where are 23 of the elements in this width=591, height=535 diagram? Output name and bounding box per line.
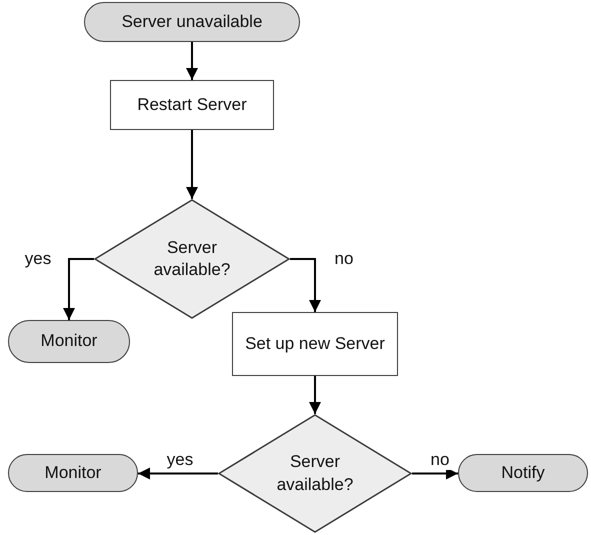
arrow (412, 468, 458, 480)
node-label: Server available? (276, 451, 354, 496)
node-label: Server unavailable (120, 10, 264, 33)
start-terminal (84, 2, 300, 42)
arrow (290, 258, 321, 312)
arrow (186, 42, 198, 80)
node-label: Monitor (44, 462, 102, 484)
decision-diamond (218, 414, 412, 533)
node-label: Set up new Server (244, 332, 386, 355)
process-box (232, 312, 398, 376)
node-label: Notify (500, 462, 546, 484)
end-terminal (8, 320, 130, 363)
node-label: Server available? (152, 236, 232, 281)
end-terminal (458, 454, 588, 492)
arrow (138, 468, 218, 480)
arrow (309, 376, 321, 414)
node-label: Restart Server (136, 94, 248, 116)
decision-diamond (94, 199, 290, 319)
node-label: Monitor (40, 330, 98, 352)
arrow (63, 258, 94, 320)
process-box (110, 80, 274, 130)
end-terminal (8, 454, 138, 492)
arrow (186, 130, 198, 199)
